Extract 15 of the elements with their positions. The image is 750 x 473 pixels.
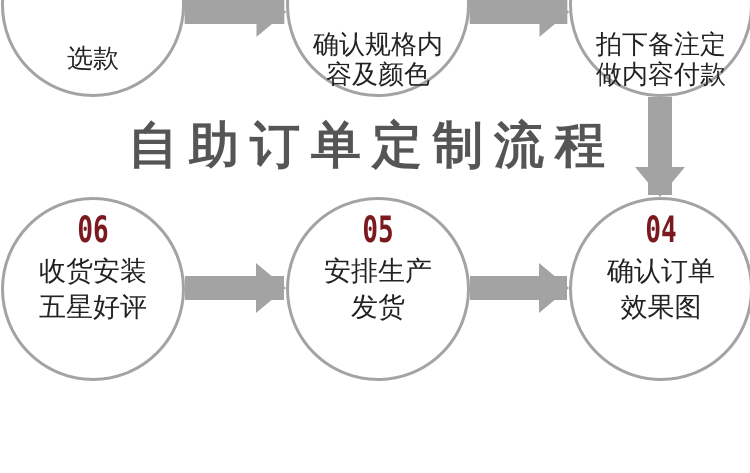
step-number: 05 (362, 209, 394, 254)
step-label: 选款 (66, 44, 120, 74)
arrow (184, 0, 286, 37)
step-number: 04 (645, 209, 677, 254)
step-label: 收货安装五星好评 (38, 255, 148, 325)
step-label: 确认订单效果图 (606, 255, 716, 325)
arrow (470, 263, 569, 313)
step-label: 拍下备注定做内容付款 (595, 30, 727, 90)
step-number: 06 (77, 209, 109, 254)
title: 自助订单定制流程 (128, 115, 616, 176)
step-label: 安排生产发货 (323, 255, 433, 325)
arrow (185, 263, 286, 313)
step-label: 确认规格内容及颜色 (312, 30, 444, 90)
arrow (470, 0, 570, 37)
arrow (635, 97, 685, 197)
